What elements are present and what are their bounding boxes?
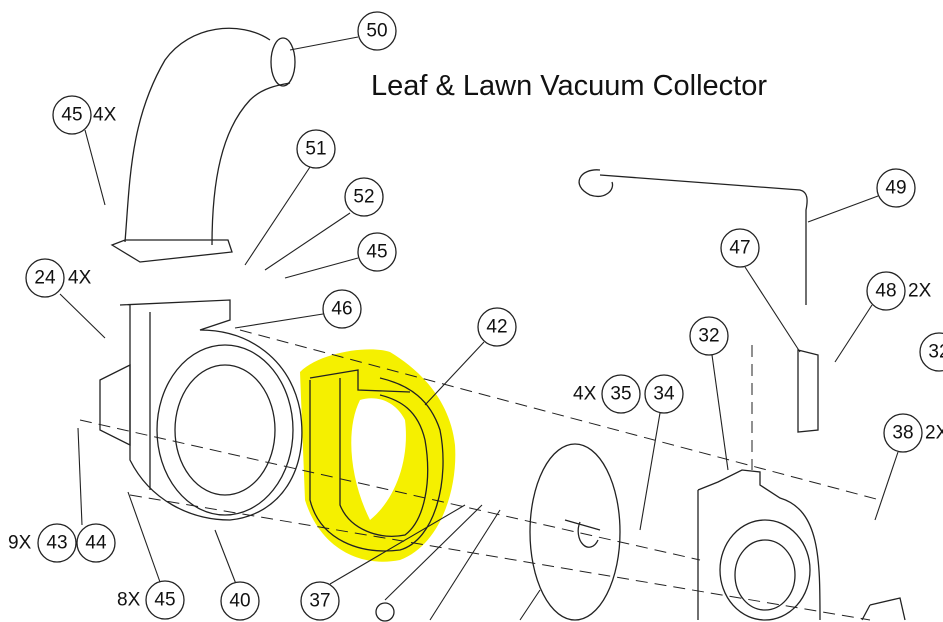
- svg-text:37: 37: [309, 591, 330, 612]
- callout: 45: [357, 232, 397, 272]
- svg-text:4X: 4X: [93, 105, 117, 126]
- svg-text:24: 24: [34, 268, 56, 289]
- svg-text:32: 32: [928, 342, 943, 363]
- svg-text:42: 42: [486, 317, 507, 338]
- callout: 38 2X: [883, 413, 943, 453]
- callout: 51: [296, 129, 336, 169]
- highlight-part-42: [300, 349, 456, 562]
- svg-text:2X: 2X: [925, 423, 943, 444]
- callout: 32: [919, 332, 943, 372]
- callout: 42: [477, 307, 517, 347]
- impeller-disc: [529, 443, 621, 621]
- svg-text:9X: 9X: [8, 533, 32, 554]
- rear-plate-part-32: [697, 469, 906, 621]
- callout: 50: [357, 11, 397, 51]
- svg-text:40: 40: [229, 591, 250, 612]
- svg-text:2X: 2X: [908, 281, 932, 302]
- svg-text:48: 48: [875, 281, 896, 302]
- callout: 40: [220, 581, 260, 621]
- blower-housing-part-40: [99, 299, 303, 521]
- svg-text:49: 49: [885, 178, 906, 199]
- callout: 45 8X: [117, 580, 185, 620]
- svg-text:47: 47: [729, 238, 750, 259]
- axis-line: [79, 419, 701, 561]
- bracket-part-47: [797, 349, 819, 433]
- svg-text:50: 50: [366, 21, 387, 42]
- callout: 49: [876, 168, 916, 208]
- callout: 35 4X: [573, 374, 641, 414]
- axis-line: [129, 494, 871, 621]
- callout: 34: [644, 374, 684, 414]
- callout: 45 4X: [52, 95, 117, 135]
- svg-text:45: 45: [61, 105, 82, 126]
- elbow-pipe-part-50: [110, 27, 296, 263]
- callout: 43 9X: [8, 523, 77, 563]
- band-part-42: [309, 369, 444, 552]
- svg-text:51: 51: [305, 139, 326, 160]
- svg-text:45: 45: [366, 242, 387, 263]
- svg-text:4X: 4X: [573, 384, 597, 405]
- svg-text:32: 32: [698, 326, 719, 347]
- callout: 48 2X: [866, 271, 932, 311]
- callout: 37: [300, 581, 340, 621]
- callout: 46: [322, 289, 362, 329]
- svg-text:45: 45: [154, 590, 175, 611]
- svg-text:43: 43: [46, 533, 67, 554]
- svg-text:4X: 4X: [68, 268, 92, 289]
- axis-line: [239, 329, 881, 501]
- callout: 44: [76, 523, 116, 563]
- svg-text:35: 35: [610, 384, 631, 405]
- svg-text:52: 52: [353, 187, 374, 208]
- callout: 47: [720, 228, 760, 268]
- callout: 52: [344, 177, 384, 217]
- diagram-title: Leaf & Lawn Vacuum Collector: [371, 70, 768, 102]
- svg-text:44: 44: [85, 533, 107, 554]
- svg-text:38: 38: [892, 423, 913, 444]
- callout-partial: [375, 602, 395, 622]
- svg-text:46: 46: [331, 299, 352, 320]
- callout: 24 4X: [25, 258, 92, 298]
- callout: 32: [689, 316, 729, 356]
- handle-part-49: [578, 169, 808, 305]
- svg-text:8X: 8X: [117, 590, 141, 611]
- leader-lines: [59, 36, 899, 621]
- svg-text:34: 34: [653, 384, 675, 405]
